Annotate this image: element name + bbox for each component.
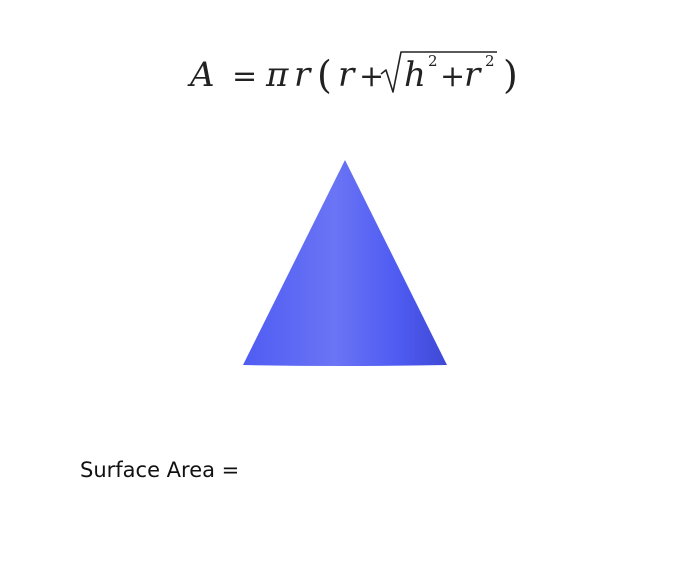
formula-equals: = xyxy=(232,59,257,94)
formula-close-paren: ) xyxy=(503,53,518,97)
surface-area-label: Surface Area = xyxy=(80,458,240,482)
formula-open-paren: ( xyxy=(317,53,332,97)
formula-plus-inner: + xyxy=(440,59,465,94)
formula-radius: r xyxy=(294,55,312,95)
surface-area-formula: A = π r ( r + h 2 + r 2 ) xyxy=(187,51,518,97)
sqrt-radical-sign xyxy=(380,51,497,93)
formula-height: h xyxy=(404,55,426,95)
formula-radius-squared: r xyxy=(464,55,482,95)
formula-height-exponent: 2 xyxy=(428,52,438,70)
formula-plus: + xyxy=(359,59,384,94)
formula-area-symbol: A xyxy=(187,55,215,95)
cone-illustration xyxy=(243,160,447,366)
cone-body xyxy=(243,160,447,366)
formula-radius-exponent: 2 xyxy=(485,52,495,70)
formula-radius-inner: r xyxy=(338,55,356,95)
formula-pi: π xyxy=(265,55,289,95)
